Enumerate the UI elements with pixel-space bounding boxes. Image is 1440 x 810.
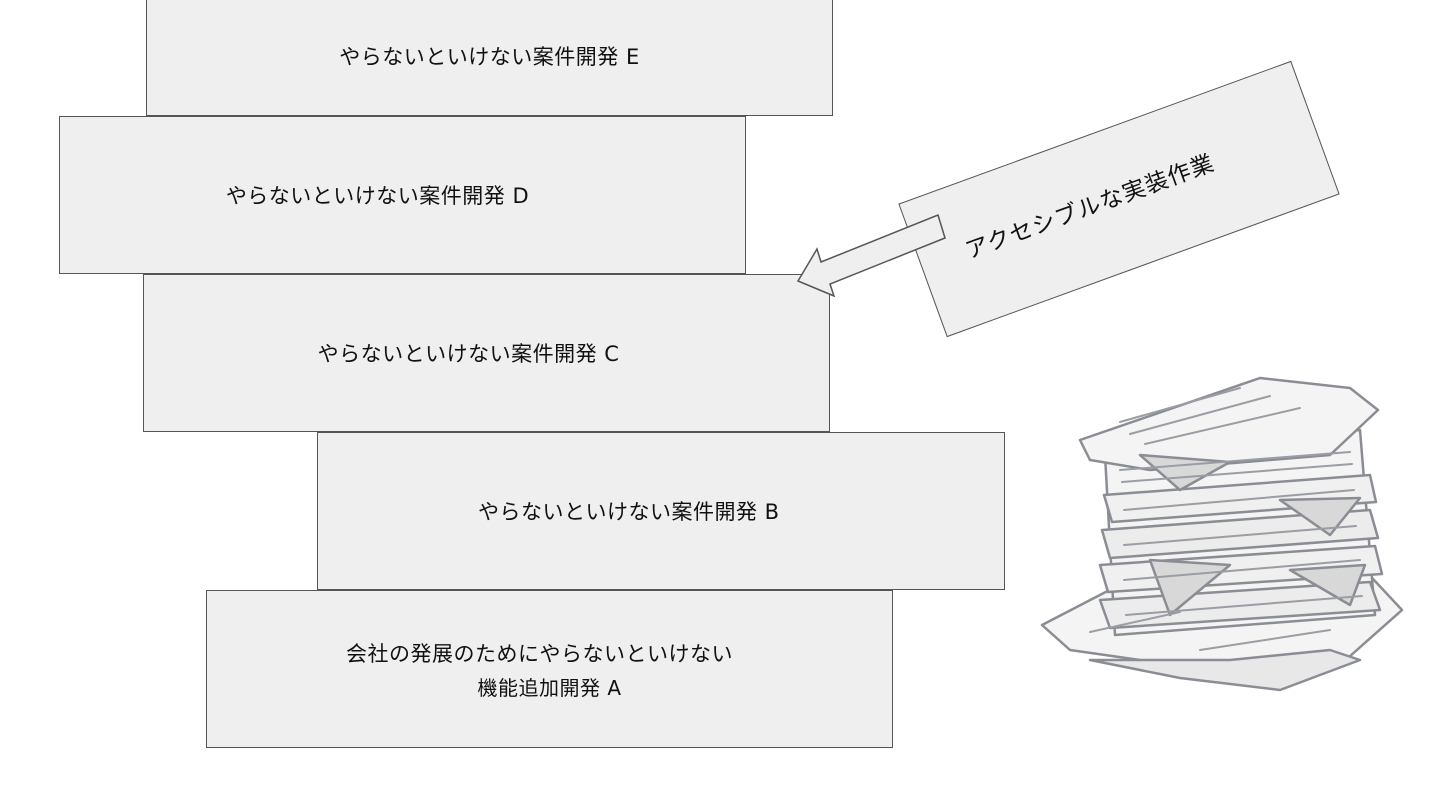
task-box-a: 会社の発展のためにやらないといけない 機能追加開発 A <box>206 590 893 748</box>
task-box-b: やらないといけない案件開発 B <box>317 432 1005 590</box>
paper-pile-icon <box>1040 376 1404 692</box>
task-label-b: やらないといけない案件開発 B <box>478 500 780 524</box>
task-box-c: やらないといけない案件開発 C <box>143 274 830 432</box>
task-label-e: やらないといけない案件開発 E <box>339 45 640 69</box>
accessibility-task-card: アクセシブルな実装作業 <box>898 60 1340 338</box>
task-label-d: やらないといけない案件開発 D <box>225 184 530 208</box>
task-box-e: やらないといけない案件開発 E <box>146 0 833 116</box>
task-label-a-line1: 会社の発展のためにやらないといけない <box>346 641 733 666</box>
task-label-c: やらないといけない案件開発 C <box>317 342 620 366</box>
task-box-d: やらないといけない案件開発 D <box>59 116 746 274</box>
accessibility-task-label: アクセシブルな実装作業 <box>962 150 1219 265</box>
task-label-a-line2: 機能追加開発 A <box>477 675 622 700</box>
